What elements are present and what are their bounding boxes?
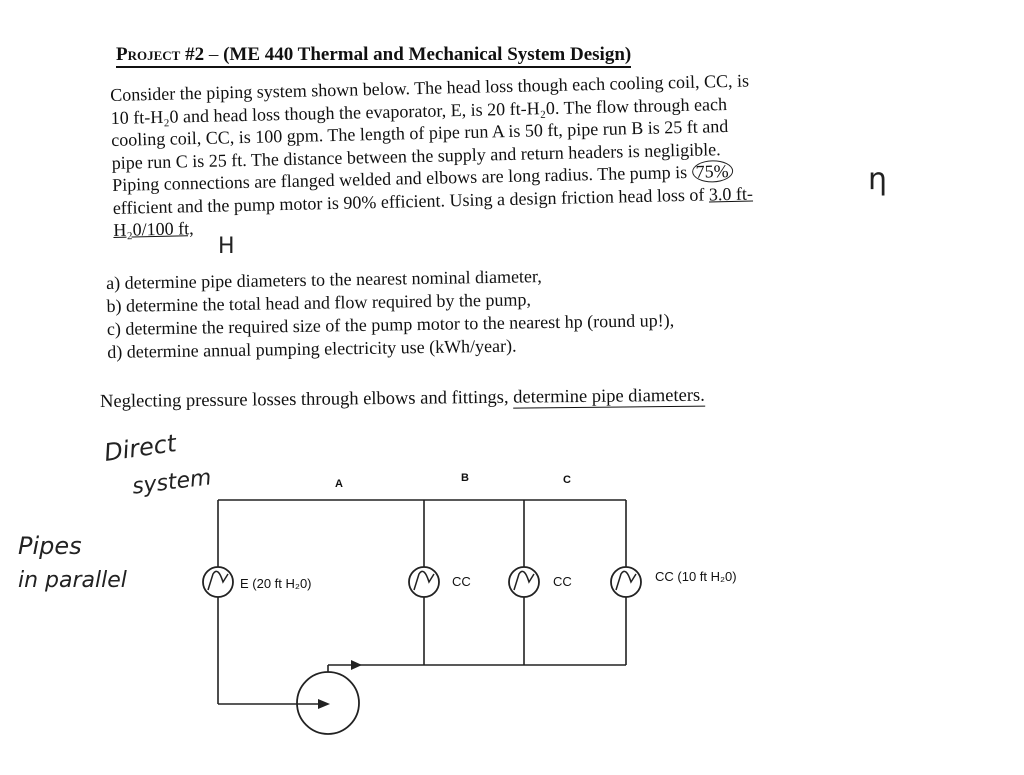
handwritten-eta: η bbox=[868, 162, 888, 197]
pipe-run-a-label: A bbox=[335, 478, 343, 490]
evaporator-label: E (20 ft H₂0) bbox=[240, 576, 312, 591]
handwritten-parallel: in parallel bbox=[18, 568, 127, 593]
cooling-coil-icon bbox=[508, 566, 540, 598]
evaporator-icon bbox=[202, 566, 234, 598]
coil-label-3: CC (10 ft H₂0) bbox=[655, 569, 737, 584]
handwritten-h: H bbox=[218, 234, 235, 259]
project-title: Project #2 – (ME 440 Thermal and Mechani… bbox=[116, 44, 632, 68]
pipe-run-b-label: B bbox=[461, 472, 469, 484]
cooling-coil-icon bbox=[408, 566, 440, 598]
handwritten-pipes: Pipes bbox=[18, 532, 82, 560]
coil-label-2: CC bbox=[553, 574, 572, 589]
cooling-coil-icon bbox=[610, 566, 642, 598]
course-name: (ME 440 Thermal and Mechanical System De… bbox=[223, 44, 632, 65]
project-number: Project #2 bbox=[116, 44, 205, 65]
pump-icon bbox=[296, 660, 362, 735]
coil-label-1: CC bbox=[452, 574, 471, 589]
pipe-run-c-label: C bbox=[563, 474, 571, 486]
title-dash: – bbox=[204, 44, 224, 65]
